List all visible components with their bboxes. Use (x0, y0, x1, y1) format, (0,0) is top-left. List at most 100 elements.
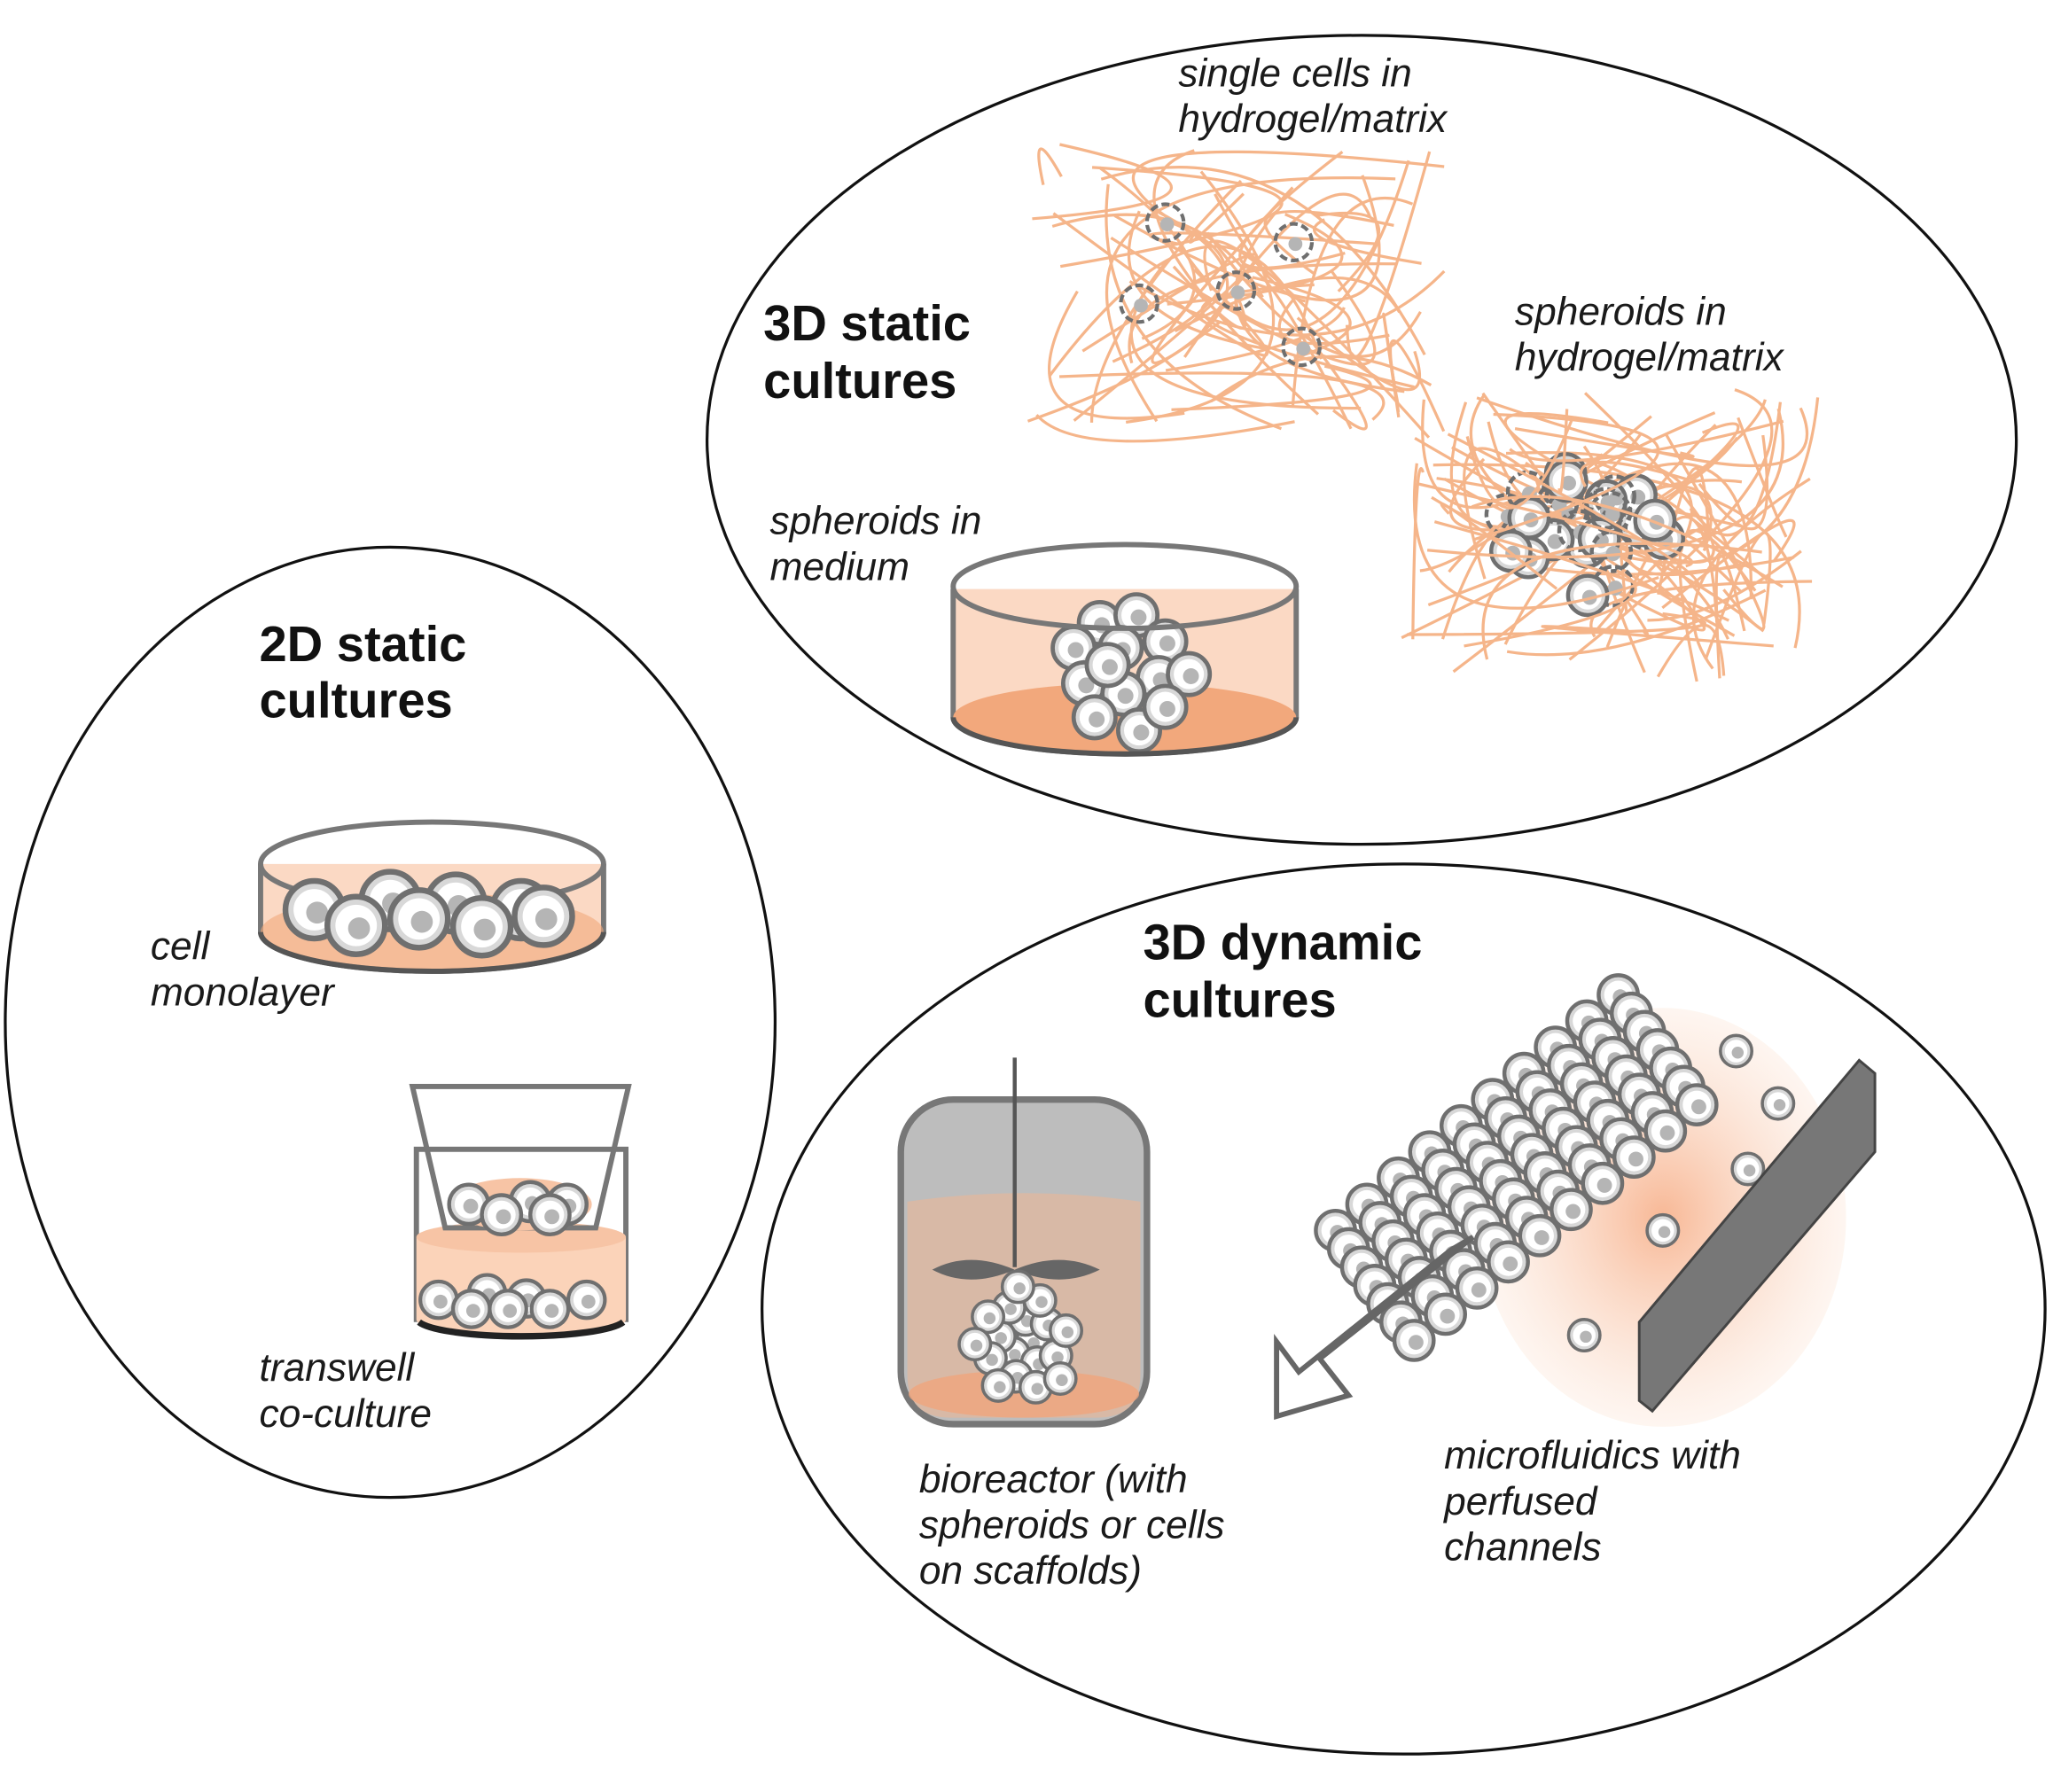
panel-3d-static (705, 34, 2018, 846)
cell-icon (1566, 1318, 1602, 1353)
cell-membrane (1119, 283, 1159, 324)
fiber (1105, 176, 1396, 423)
cell-nucleus (1159, 700, 1175, 717)
cell-nucleus (544, 1304, 559, 1318)
cell-icon (1084, 642, 1131, 689)
cell-nucleus (970, 1339, 983, 1352)
fiber (1568, 388, 1774, 661)
cell-icon (418, 1279, 459, 1321)
fiber (1277, 298, 1390, 346)
cell-icon (1645, 1212, 1681, 1248)
cell-nucleus (1565, 1204, 1581, 1219)
cell-icon (1142, 683, 1189, 730)
cell-nucleus (1134, 298, 1148, 313)
cell-icon (1455, 1266, 1499, 1310)
fiber (1089, 179, 1243, 423)
dish-spheroid-medium (950, 541, 1300, 757)
cell-nucleus (1159, 635, 1175, 652)
cell-membrane (1589, 530, 1634, 573)
fiber (1411, 467, 1425, 640)
cell-icon (1643, 1109, 1688, 1153)
fiber (1509, 419, 1784, 463)
cell-icon (529, 1289, 571, 1329)
fiber (1664, 432, 1766, 631)
cell-icon (1612, 1135, 1656, 1180)
cell-nucleus (1471, 1282, 1487, 1297)
cell-nucleus (1773, 1099, 1786, 1111)
cell-nucleus (1004, 1303, 1017, 1315)
fiber (1440, 502, 1558, 590)
cell-nucleus (1056, 1374, 1068, 1387)
cell-nucleus (1078, 677, 1095, 694)
fiber (1401, 399, 1767, 640)
cell-icon (1071, 694, 1118, 741)
fiber (1533, 556, 1795, 576)
cell-icon (480, 1193, 524, 1237)
fiber (1432, 463, 1801, 649)
cell-nucleus (1596, 1177, 1612, 1193)
cell-icon (1730, 1151, 1766, 1187)
cell-nucleus (535, 908, 558, 931)
cell-membrane (1144, 202, 1186, 243)
fiber (1152, 149, 1320, 416)
fiber (1465, 417, 1574, 510)
fiber (1113, 175, 1381, 302)
cell-nucleus (1547, 534, 1563, 549)
cell-nucleus (1133, 724, 1150, 741)
fiber (1296, 316, 1422, 392)
cell-nucleus (1035, 1296, 1048, 1308)
cell-nucleus (1503, 1256, 1518, 1272)
cell-icon (1273, 222, 1315, 262)
cell-nucleus (1183, 668, 1199, 684)
cell-icon (1633, 498, 1677, 542)
cell-nucleus (1658, 1226, 1671, 1238)
fiber (1238, 151, 1346, 269)
cell-nucleus (1534, 1230, 1550, 1245)
cell-icon (528, 1193, 572, 1237)
fiber (1506, 588, 1767, 657)
cell-icon (971, 1299, 1006, 1335)
cell-icon (1518, 1213, 1562, 1258)
panel-2d-static (4, 545, 777, 1500)
cell-nucleus (1051, 1351, 1064, 1364)
cell-icon (1142, 618, 1189, 665)
cell-nucleus (1628, 1151, 1643, 1167)
fiber (1471, 495, 1784, 588)
fiber (1127, 210, 1265, 350)
cell-nucleus (983, 1312, 996, 1325)
cell-icon (1119, 283, 1159, 324)
cell-nucleus (1230, 285, 1245, 300)
fiber (1345, 151, 1432, 359)
fiber (1252, 276, 1352, 360)
cell-icon (1144, 202, 1186, 243)
cell-nucleus (503, 1304, 518, 1318)
fiber (1172, 265, 1247, 330)
fiber (1047, 290, 1185, 420)
cell-icon (1487, 1240, 1530, 1284)
cell-nucleus (986, 1353, 998, 1367)
cell-membrane (1273, 222, 1315, 262)
cell-nucleus (1561, 475, 1576, 491)
cell-nucleus (1013, 1282, 1026, 1295)
cell-nucleus (1691, 1099, 1706, 1115)
cell-nucleus (1288, 237, 1303, 252)
cell-icon (1550, 1188, 1593, 1232)
cell-nucleus (496, 1209, 511, 1225)
fiber (1059, 371, 1386, 421)
cell-icon (488, 1289, 528, 1329)
cell-nucleus (473, 918, 496, 941)
fiber (1579, 460, 1690, 487)
cell-membrane (1215, 270, 1257, 311)
fiber (1171, 364, 1372, 411)
fiber (1100, 166, 1426, 355)
fiber (1426, 408, 1784, 559)
cell-icon (1424, 1292, 1468, 1336)
flow-arrow-icon (1274, 1235, 1475, 1421)
